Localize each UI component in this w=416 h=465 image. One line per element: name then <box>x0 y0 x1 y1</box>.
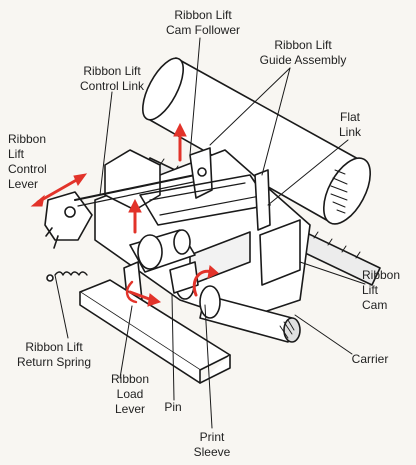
label-pin: Pin <box>164 400 182 414</box>
sleeve-rotation-arrow <box>192 265 219 297</box>
label-carrier: Carrier <box>351 352 389 366</box>
base-block <box>79 279 231 384</box>
return-spring <box>46 271 88 282</box>
leader-lines <box>54 37 366 429</box>
label-flat-link: Flat Link <box>338 110 361 139</box>
print-sleeve <box>129 229 196 273</box>
control-link <box>74 174 199 207</box>
label-ribbon-load-lever: Ribbon Load Lever <box>110 372 150 416</box>
lever-motion-arrow <box>30 173 88 207</box>
load-lever-arrow <box>128 290 162 307</box>
label-guide-assembly: Ribbon Lift Guide Assembly <box>259 38 347 67</box>
flat-link <box>254 169 271 231</box>
label-print-sleeve: Print Sleeve <box>193 430 231 459</box>
label-ribbon-lift-cam: Ribbon Lift Cam <box>362 268 401 312</box>
label-control-link: Ribbon Lift Control Link <box>79 64 145 93</box>
platen-cylinder <box>142 57 371 225</box>
link-up-arrow <box>128 198 142 234</box>
motion-arrows <box>30 122 219 307</box>
label-control-lever: Ribbon Lift Control Lever <box>8 132 47 191</box>
follower-up-arrow <box>173 122 187 162</box>
label-cam-follower: Ribbon Lift Cam Follower <box>165 8 240 37</box>
pin-rotation-arrow <box>125 280 138 304</box>
control-lever <box>44 191 93 249</box>
ribbon-lift-cam <box>169 261 199 300</box>
label-return-spring: Ribbon Lift Return Spring <box>16 340 92 369</box>
cam-shaft <box>199 285 301 343</box>
